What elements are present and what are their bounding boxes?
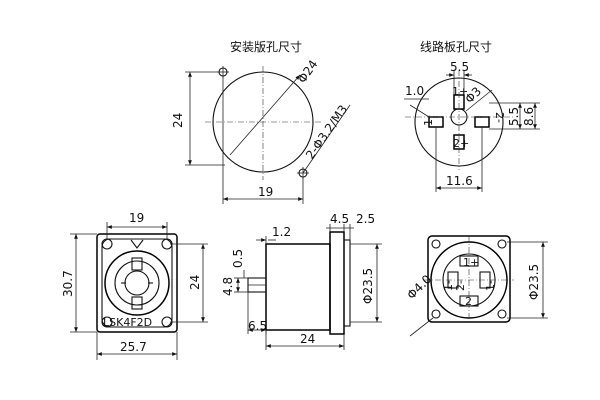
model-label: LSK4F2D	[103, 316, 152, 329]
pcb-pitch-top-label: 5.5	[450, 60, 469, 74]
rear-pin-mid-left: 2-	[454, 280, 467, 291]
pad-right	[474, 116, 490, 128]
side-dim-24-label: 24	[300, 332, 315, 346]
front-view: LSK4F2D 19 30.7 24 25.7	[61, 211, 208, 360]
screw-hole-label: 2-Φ3.2/M3	[303, 102, 350, 161]
pcb-cutout-view: 线路板孔尺寸 1+ 2+ 1- 2- 5.5 1.0 Φ3 5.5 8.6	[404, 39, 540, 192]
front-flange	[96, 233, 178, 333]
pcb-right-a-label: 5.5	[507, 107, 521, 126]
front-width-bottom-label: 25.7	[120, 340, 147, 354]
pcb-left-label: 1.0	[405, 84, 424, 98]
rear-hole-tl	[431, 239, 441, 249]
panel-height-label: 24	[171, 113, 185, 128]
panel-diameter-label: Φ24	[295, 57, 321, 85]
front-height-right-label: 24	[188, 275, 202, 290]
side-dim-0-5-label: 0.5	[231, 249, 245, 268]
pcb-bottom-label: 11.6	[446, 174, 473, 188]
side-dim-1-2-label: 1.2	[272, 225, 291, 239]
panel-cutout-title: 安装版孔尺寸	[230, 39, 302, 54]
side-view: 1.2 4.5 2.5 0.5 4.8 6.5 24 Φ23.5	[221, 212, 382, 350]
rear-pin-bottom: 2	[465, 295, 472, 308]
panel-width-label: 19	[258, 185, 273, 199]
side-dia-label: Φ23.5	[361, 268, 375, 304]
side-body	[265, 243, 331, 331]
pin-plus-bottom: 2+	[453, 137, 469, 150]
rear-hole-label: Φ4.0	[404, 272, 434, 302]
front-width-top-label: 19	[129, 211, 144, 225]
front-height-left-label: 30.7	[61, 270, 75, 297]
panel-cutout-view: 安装版孔尺寸 Φ24 2-Φ3.2/M3 24 19	[171, 39, 351, 204]
pcb-right-b-label: 8.6	[522, 107, 536, 126]
side-dim-6-5-label: 6.5	[248, 319, 267, 333]
front-hole-bl	[101, 316, 113, 328]
side-flange	[329, 231, 345, 335]
rear-hole-bl	[431, 309, 441, 319]
front-body-circle	[104, 250, 170, 316]
rear-dia-label: Φ23.5	[527, 264, 541, 300]
pin-minus-right: 2-	[493, 112, 506, 123]
side-dim-4-8-label: 4.8	[221, 277, 235, 296]
rear-hole-br	[497, 309, 507, 319]
pcb-cutout-title: 线路板孔尺寸	[420, 39, 492, 54]
rear-pin-right: 1-	[484, 280, 497, 291]
side-dim-2-5-label: 2.5	[356, 212, 375, 226]
rear-pin-top: 1+	[463, 256, 479, 269]
front-hole-tl	[101, 238, 113, 250]
rear-pin-left: 1-	[442, 280, 455, 291]
side-dim-4-5-label: 4.5	[330, 212, 349, 226]
rear-view: 1+ 1- 2- 1- 2 Φ4.0 Φ23.5	[404, 235, 548, 337]
rear-hole-tr	[497, 239, 507, 249]
pin-minus-left: 1-	[422, 115, 435, 126]
